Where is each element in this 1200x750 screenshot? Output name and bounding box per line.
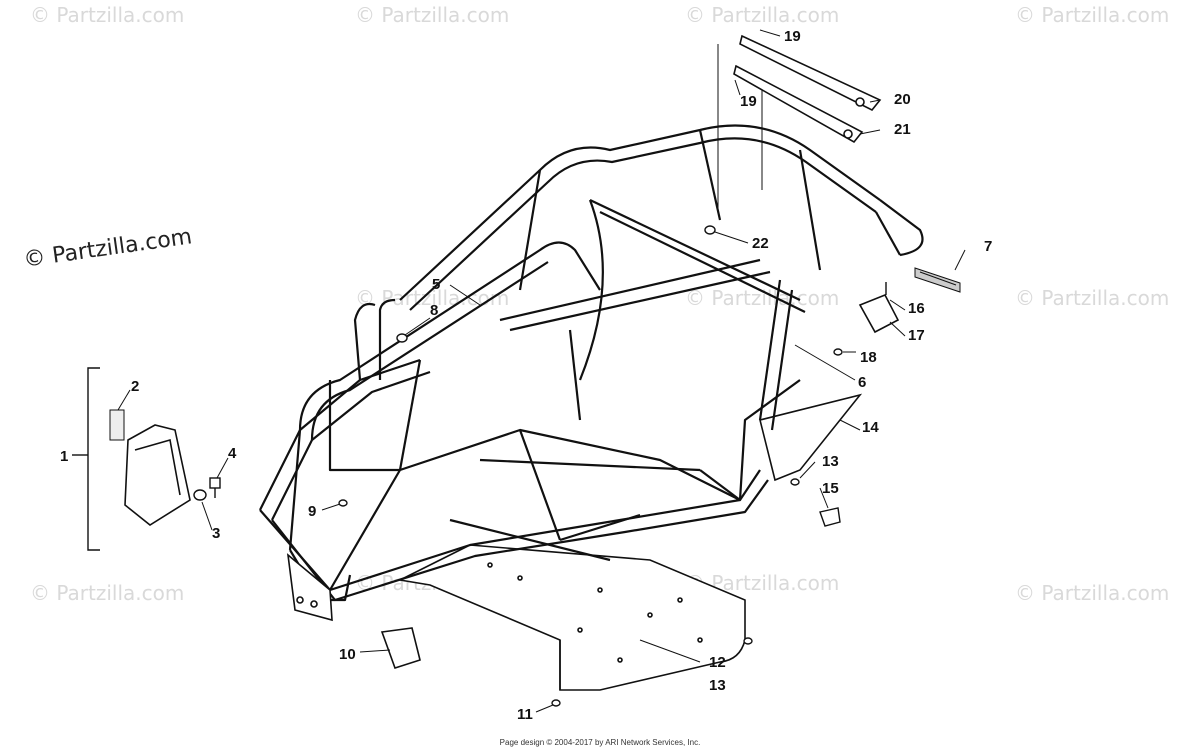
callout-20: 20 (894, 91, 911, 108)
callout-4: 4 (228, 445, 237, 462)
main-frame (259, 124, 924, 602)
decal (109, 409, 125, 441)
callout-11: 11 (517, 706, 533, 723)
callout-3: 3 (212, 525, 220, 542)
callout-8: 8 (430, 302, 438, 319)
side-bracket (858, 293, 900, 334)
watermark: © Partzilla.com (30, 581, 184, 605)
watermark: © Partzilla.com (355, 3, 509, 27)
callout-19-top: 19 (784, 28, 801, 45)
rail-leader-lines (717, 44, 763, 210)
watermark: © Partzilla.com (685, 286, 839, 310)
watermark-layer: © Partzilla.com © Partzilla.com © Partzi… (30, 3, 1169, 605)
callout-22: 22 (752, 235, 769, 252)
watermark: © Partzilla.com (1015, 581, 1169, 605)
callout-10: 10 (339, 646, 356, 663)
leader-lines (117, 29, 966, 713)
grommet-3 (193, 489, 207, 501)
watermark: © Partzilla.com (30, 3, 184, 27)
callout-13-bottom: 13 (709, 677, 726, 694)
floor-pan (397, 544, 746, 691)
callout-5: 5 (432, 276, 440, 293)
callout-12: 12 (709, 654, 726, 671)
callout-9: 9 (308, 503, 316, 520)
callout-17: 17 (908, 327, 925, 344)
front-bumper (286, 553, 333, 622)
cover-panel (124, 424, 191, 526)
callout-2: 2 (131, 378, 139, 395)
hardware (338, 225, 887, 707)
callout-21: 21 (894, 121, 911, 138)
callout-19-lower: 19 (740, 93, 757, 110)
watermark: © Partzilla.com (685, 3, 839, 27)
rear-skid-plate (759, 393, 863, 482)
footer-credit: Page design © 2004-2017 by ARI Network S… (499, 738, 701, 747)
watermark: © Partzilla.com (1015, 286, 1169, 310)
bolt-4 (209, 477, 221, 498)
callout-layer: 1 2 3 4 5 6 7 8 9 10 11 12 13 13 14 15 1… (60, 28, 992, 723)
callout-6: 6 (858, 374, 866, 391)
watermark: © Partzilla.com (1015, 3, 1169, 27)
callout-16: 16 (908, 300, 925, 317)
assembly-1-group (72, 367, 100, 551)
callout-1: 1 (60, 448, 68, 465)
skid-bracket (380, 627, 421, 669)
callout-7: 7 (984, 238, 992, 255)
callout-13-right: 13 (822, 453, 839, 470)
trim-strip (914, 267, 961, 293)
callout-15: 15 (822, 480, 839, 497)
cargo-rails (733, 34, 882, 144)
callout-14: 14 (862, 419, 879, 436)
callout-18: 18 (860, 349, 877, 366)
